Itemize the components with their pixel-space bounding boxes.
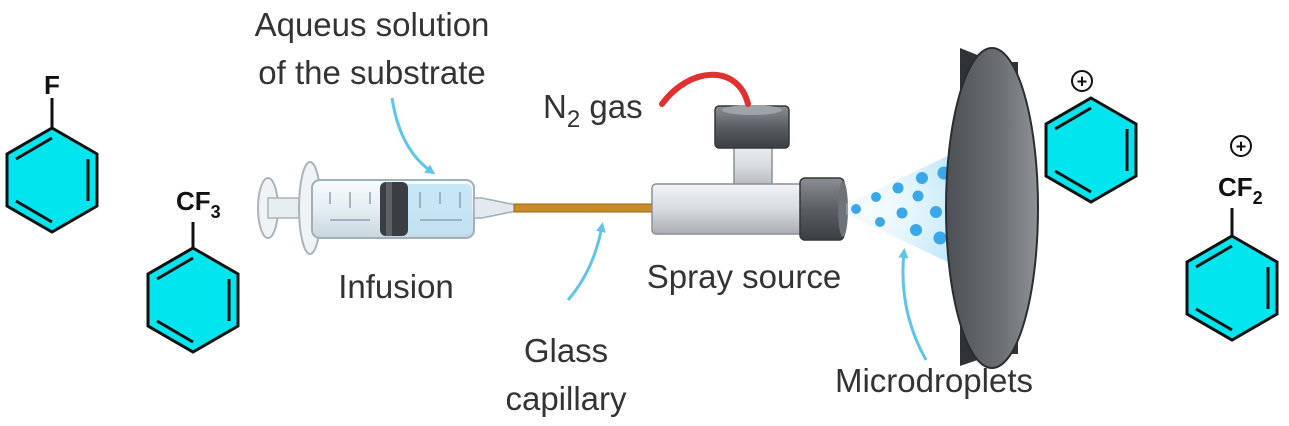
disk-face (945, 47, 1039, 369)
benzene-ring (1185, 234, 1279, 342)
plunger-stopper-rib (386, 182, 392, 236)
difluorobenzyl-cation: + CF2 (1185, 135, 1279, 342)
droplet (892, 182, 904, 194)
nozzle-face (838, 181, 848, 237)
syringe-tip (473, 197, 517, 219)
charge-circle (1071, 70, 1093, 92)
droplet (933, 231, 947, 245)
inlet-disk (945, 47, 1039, 369)
tee-body (651, 183, 813, 235)
droplet (875, 217, 885, 227)
cf2-label: CF2 (1218, 172, 1263, 208)
droplet (930, 206, 942, 218)
n2-gas-tube (659, 71, 751, 107)
droplet (896, 207, 908, 219)
n2-gas-label: N2 gas (543, 88, 643, 133)
ring-double-bond (1195, 307, 1233, 332)
fluorobenzene-molecule: F (5, 70, 99, 234)
phenyl-cation: + (1044, 70, 1138, 204)
benzene-ring (1044, 96, 1138, 204)
benzene-ring (5, 126, 99, 234)
capillary-arrow (566, 222, 606, 301)
infusion-label: Infusion (338, 268, 454, 305)
charge-sign: + (1077, 72, 1088, 92)
ring-double-bond (1054, 106, 1092, 131)
trifluoromethylbenzene-molecule: CF3 (146, 186, 240, 354)
gas-inlet-cap-top (722, 105, 782, 115)
glass-capillary-label-line2: capillary (505, 380, 627, 417)
ring-double-bond (1054, 169, 1092, 194)
droplet (910, 224, 922, 236)
microdroplets-arrow (898, 248, 928, 361)
fluorine-label: F (44, 70, 60, 100)
microdroplets-label: Microdroplets (835, 362, 1033, 399)
droplet (871, 192, 881, 202)
glass-capillary-label-line1: Glass (524, 332, 608, 369)
droplet (912, 190, 924, 202)
droplet (916, 172, 928, 184)
aqueous-arrow (390, 97, 436, 175)
substrate-solution (396, 184, 472, 234)
charge-circle (1230, 135, 1252, 157)
spray-source-label: Spray source (647, 258, 841, 295)
plunger-stopper (380, 182, 408, 236)
ring-double-bond (156, 256, 194, 281)
barrel-graduations (329, 192, 462, 221)
syringe (257, 161, 517, 255)
ring-double-bond (15, 136, 53, 161)
droplet (851, 204, 861, 214)
ring-double-bond (156, 319, 194, 344)
benzene-ring (146, 246, 240, 354)
aqueous-label-line1: Aqueus solution (255, 6, 490, 43)
ring-double-bond (1195, 244, 1233, 269)
charge-sign: + (1236, 137, 1247, 157)
aqueous-label-line2: of the substrate (258, 54, 485, 91)
ring-double-bond (15, 199, 53, 224)
spray-nozzle-cap (799, 177, 845, 241)
glass-capillary (513, 203, 661, 213)
cf3-label: CF3 (176, 186, 221, 222)
spray-source (651, 105, 848, 241)
